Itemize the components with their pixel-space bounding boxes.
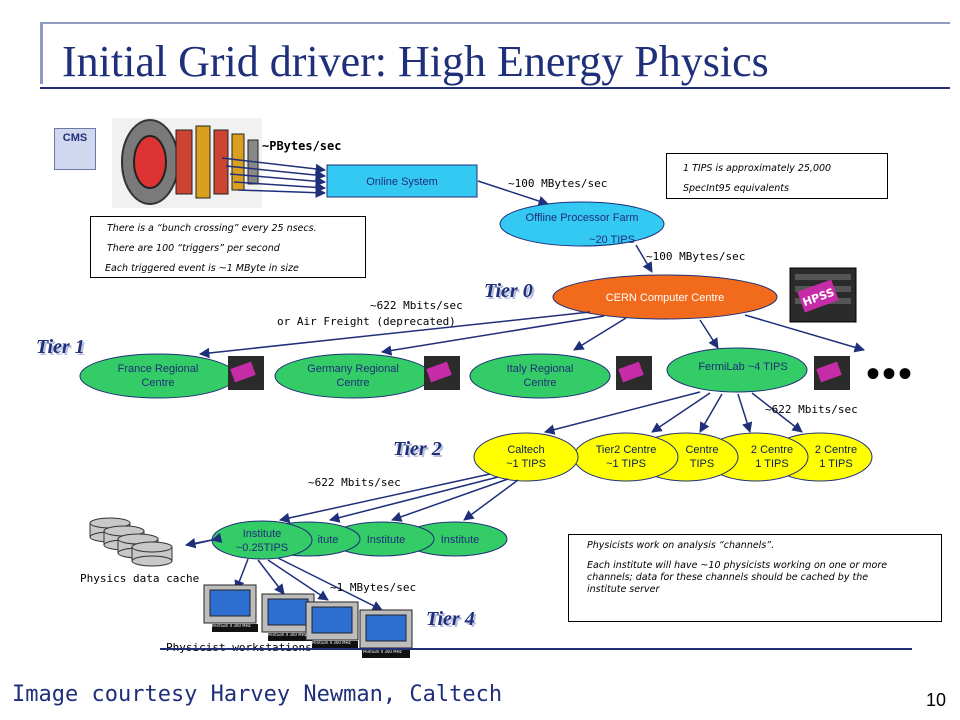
workstation-3-caption: Pentium II 300 MHz — [312, 640, 351, 645]
online-system-label: Online System — [366, 176, 438, 188]
institute3-label: Institute — [367, 534, 406, 546]
cms-detector-image — [112, 118, 262, 208]
offline-farm-line2: ~20 TIPS — [589, 234, 635, 246]
footer-separator — [160, 648, 912, 650]
institute-main-line2: ~0.25TIPS — [236, 542, 288, 554]
hpss-server-germany — [424, 356, 460, 390]
germany-line2: Centre — [336, 377, 369, 389]
hpss-main-server: HPSS — [789, 267, 857, 323]
title-separator — [40, 87, 950, 89]
online-to-farm-link — [477, 180, 549, 207]
cern-centre-label: CERN Computer Centre — [606, 292, 725, 304]
slide-frame-top — [40, 22, 950, 24]
offline-farm-line1: Offline Processor Farm — [526, 212, 639, 224]
cern-to-tier1-rate: ~622 Mbits/sec — [370, 299, 463, 312]
tier1-label: Tier 1 — [36, 336, 85, 358]
institute-to-workstation-links — [234, 557, 383, 611]
institute4-label: Institute — [441, 534, 480, 546]
physicists-note-line2: Each institute will have ~10 physicists … — [587, 560, 888, 571]
tips-note-line2: SpecInt95 equivalents — [683, 183, 789, 194]
tier2-centre2-line1: Centre — [685, 444, 718, 456]
tips-note-line1: 1 TIPS is approximately 25,000 — [683, 163, 832, 174]
offline-farm-node — [499, 201, 665, 247]
workstation-1 — [203, 584, 258, 632]
detector-rate-label: ~PBytes/sec — [262, 139, 342, 153]
physics-data-cache-disks — [89, 517, 173, 567]
italy-regional-centre — [469, 353, 611, 399]
caltech-line2: ~1 TIPS — [506, 458, 546, 470]
tier2-centre4-line2: 1 TIPS — [819, 458, 852, 470]
cern-to-tier1-alt: or Air Freight (deprecated) — [277, 315, 456, 328]
workstation-4-caption: Pentium II 300 MHz — [363, 649, 402, 654]
caltech-line1: Caltech — [507, 444, 544, 456]
germany-regional-centre — [274, 353, 432, 399]
detector-output-lines — [221, 157, 327, 198]
workstation-4 — [359, 609, 413, 658]
bunch-note-line1: There is a “bunch crossing” every 25 nse… — [107, 223, 317, 234]
tier2-to-institute-rate: ~622 Mbits/sec — [308, 476, 401, 489]
physics-data-cache-label: Physics data cache — [80, 572, 200, 585]
institute2-label: itute — [318, 534, 339, 546]
tier2-centre3-line2: 1 TIPS — [755, 458, 788, 470]
france-line2: Centre — [141, 377, 174, 389]
physicists-note-line3: channels; data for these channels should… — [587, 572, 869, 583]
fermilab-centre — [666, 347, 808, 393]
hpss-server-fermilab — [814, 356, 850, 390]
italy-line1: Italy Regional — [507, 363, 574, 375]
tier0-label: Tier 0 — [484, 280, 533, 302]
hpss-server-italy — [616, 356, 652, 390]
germany-line1: Germany Regional — [307, 363, 399, 375]
image-courtesy: Image courtesy Harvey Newman, Caltech — [12, 682, 503, 707]
slide-title: Initial Grid driver: High Energy Physics — [62, 37, 769, 86]
bunch-note-line3: Each triggered event is ~1 MByte in size — [105, 263, 299, 274]
slide-frame-left — [40, 22, 43, 84]
fermilab-line1: FermiLab ~4 TIPS — [698, 361, 787, 373]
physicists-note-box: Physicists work on analysis “channels”. … — [568, 534, 942, 622]
physicist-workstations-label: Physicist workstations — [166, 641, 312, 654]
more-centres-ellipsis: ••• — [866, 351, 915, 396]
workstation-2 — [261, 593, 315, 641]
farm-to-cern-link — [635, 244, 653, 273]
workstation-3 — [305, 601, 359, 649]
caltech-centre — [473, 432, 579, 482]
tier2-centre1-line1: Tier2 Centre — [596, 444, 657, 456]
online-system-box — [326, 164, 478, 198]
tier2-centre4-line1: 2 Centre — [815, 444, 857, 456]
online-to-farm-rate: ~100 MBytes/sec — [508, 177, 608, 190]
tier4-label: Tier 4 — [426, 608, 475, 630]
physicists-note-line1: Physicists work on analysis “channels”. — [587, 540, 775, 551]
tier2-centre2-line2: TIPS — [690, 458, 714, 470]
bunch-crossing-note-box: There is a “bunch crossing” every 25 nse… — [90, 216, 366, 278]
cms-logo: CMS — [54, 128, 96, 170]
physicists-note-line4: institute server — [587, 584, 660, 595]
cache-to-institute-arrow — [189, 532, 223, 546]
tier2-label: Tier 2 — [393, 438, 442, 460]
tier1-to-tier2-rate: ~622 Mbits/sec — [765, 403, 858, 416]
fermilab-to-tier2-links — [543, 391, 803, 435]
institute-main-line1: Institute — [243, 528, 282, 540]
tier2-centre3-line1: 2 Centre — [751, 444, 793, 456]
cern-to-tier1-links — [198, 311, 866, 359]
caltech-to-institute-links — [278, 473, 519, 524]
tier2-centre-1 — [573, 432, 679, 482]
france-line1: France Regional — [118, 363, 199, 375]
cern-centre-node — [552, 274, 778, 320]
tier2-centre1-line2: ~1 TIPS — [606, 458, 646, 470]
italy-line2: Centre — [523, 377, 556, 389]
institute-to-workstation-rate: ~1 MBytes/sec — [330, 581, 417, 594]
bunch-note-line2: There are 100 “triggers” per second — [107, 243, 280, 254]
france-regional-centre — [79, 353, 237, 399]
workstation-2-caption: Pentium II 300 MHz — [268, 632, 307, 637]
farm-to-cern-rate: ~100 MBytes/sec — [646, 250, 746, 263]
workstation-1-caption: Pentium II 300 MHz — [212, 623, 251, 628]
page-number: 10 — [926, 690, 947, 710]
tips-note-box: 1 TIPS is approximately 25,000 SpecInt95… — [666, 153, 888, 199]
hpss-server-france — [228, 356, 264, 390]
